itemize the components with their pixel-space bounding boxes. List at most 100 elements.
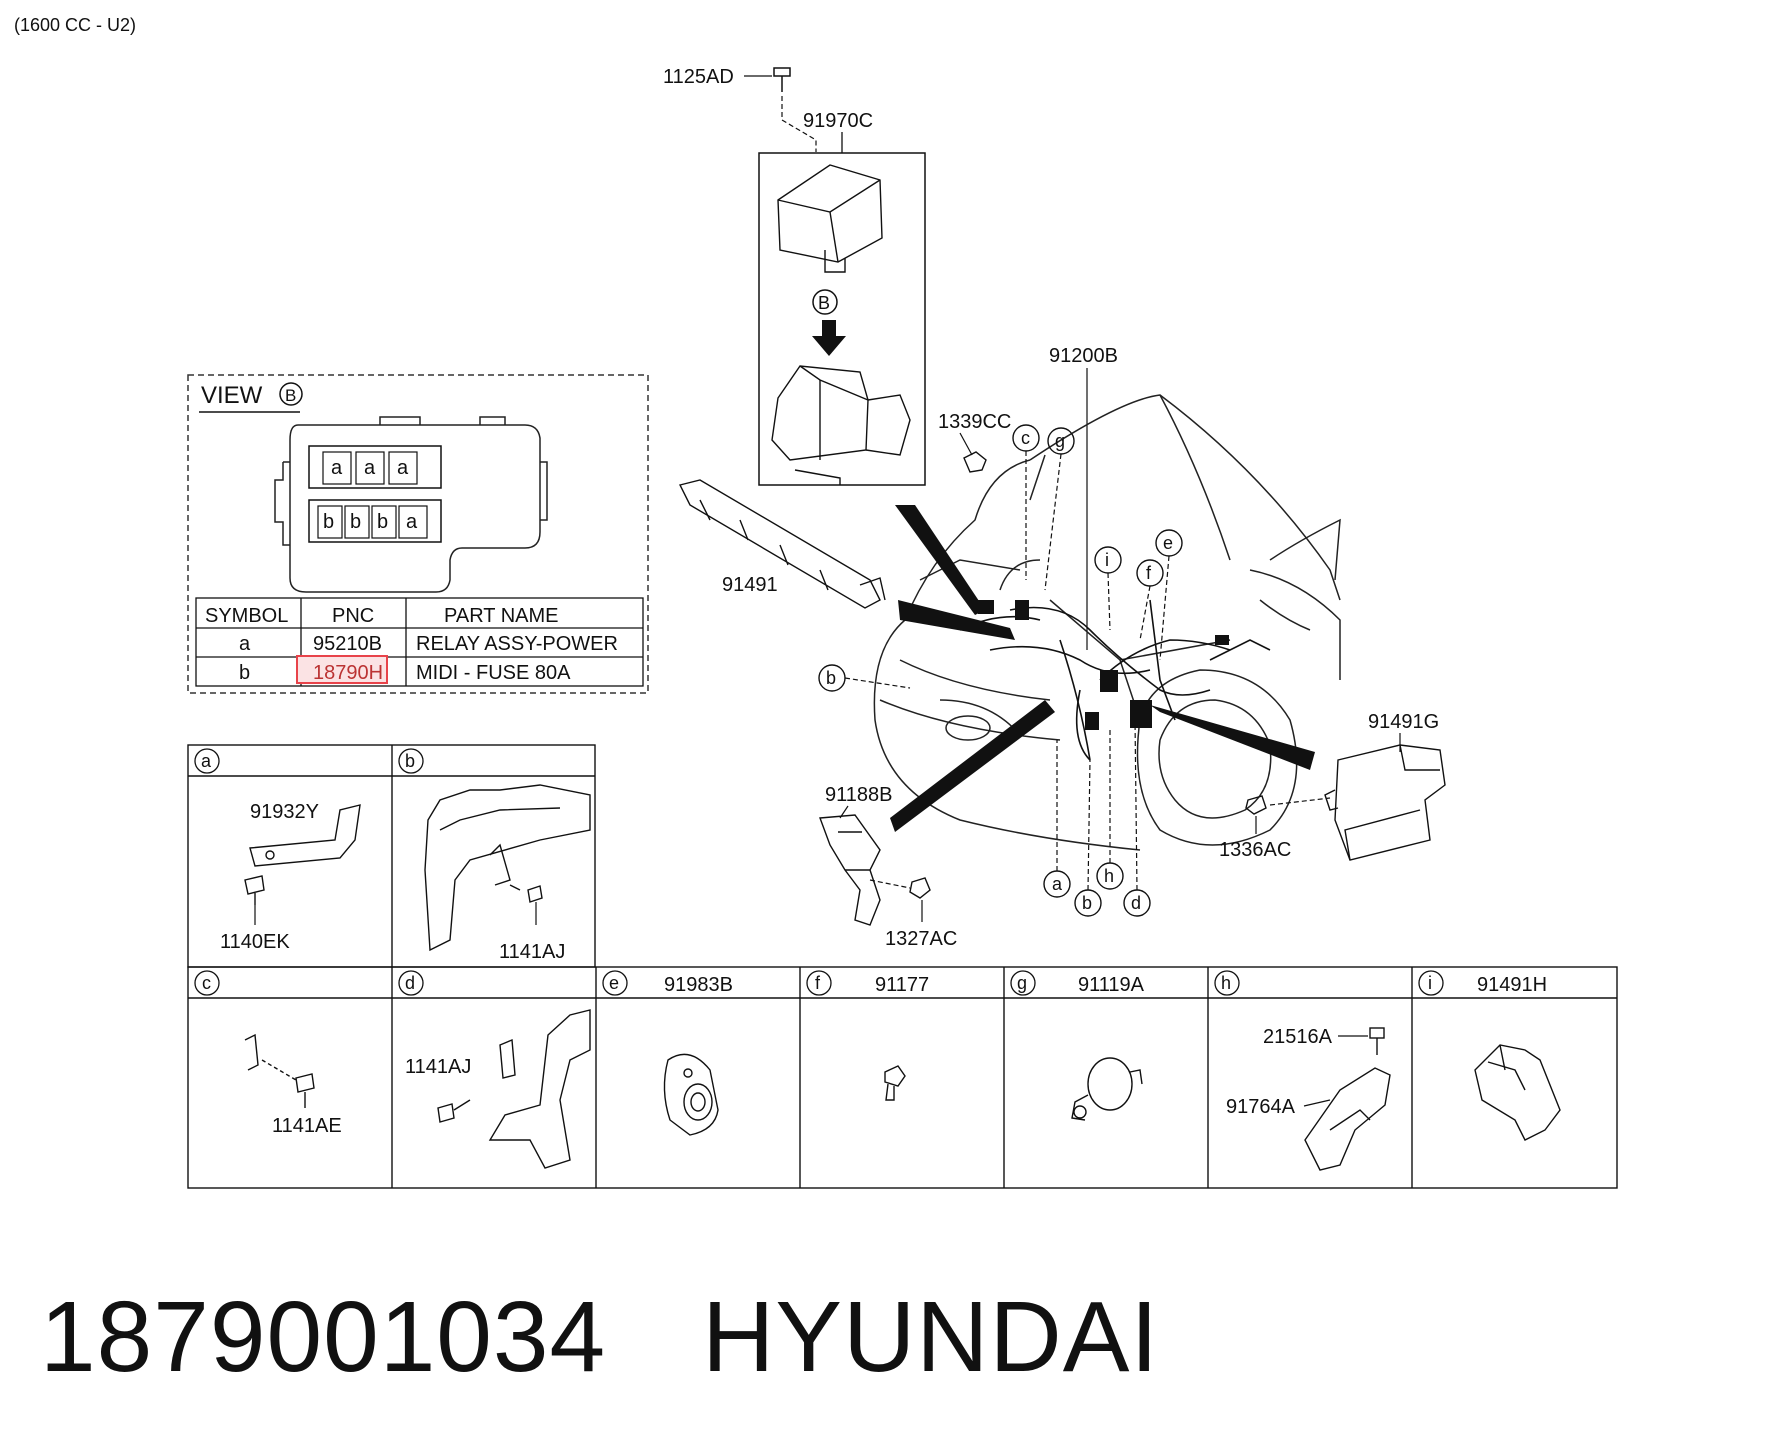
bracket-b-icon [424, 784, 591, 952]
label-cover: 91970C [803, 110, 873, 132]
cell-f-part: 91177 [875, 974, 929, 996]
slot-top-2: a [364, 457, 376, 479]
bracket-h-icon [1304, 1067, 1391, 1171]
car-engine-bay-drawing [873, 394, 1341, 851]
fuse-slots: a a a b b b a [308, 445, 442, 543]
callout-leaders [844, 451, 1170, 891]
cell-letter-d: d [405, 973, 415, 993]
slot-bottom-2: b [350, 511, 361, 533]
nut-low-icon [909, 877, 931, 899]
fuse-box-icon [771, 365, 911, 485]
pnc-highlight-box [296, 655, 388, 684]
slot-bottom-3: b [377, 511, 388, 533]
main-assembly: 1125AD 91970C B 1339CC [663, 66, 1446, 950]
table-row-pnc: 95210B [313, 633, 382, 655]
bracket-i-icon [1474, 1044, 1561, 1141]
engine-note: (1600 CC - U2) [14, 15, 136, 35]
table-row-pnc-highlighted: 18790H [313, 662, 383, 684]
view-title: VIEW [201, 382, 263, 409]
label-nut: 1339CC [938, 411, 1011, 433]
clip-f-icon [884, 1065, 906, 1101]
cell-letter-e: e [609, 973, 619, 993]
harness-connectors [978, 600, 1229, 730]
cell-a-label-1: 91932Y [250, 801, 319, 823]
cell-letter-b: b [405, 751, 415, 771]
detail-grid [187, 744, 1618, 1189]
clip-c-icon [244, 1033, 315, 1108]
table-row-part-name: RELAY ASSY-POWER [416, 633, 618, 655]
cell-a-label-2: 1140EK [220, 931, 290, 953]
slot-bottom-4: a [406, 511, 418, 533]
table-header-pnc: PNC [332, 605, 374, 627]
table-row-symbol: b [239, 662, 250, 684]
slot-top-3: a [397, 457, 409, 479]
label-bracket-low: 91188B [825, 784, 892, 806]
cell-letter-h: h [1221, 973, 1231, 993]
view-b-panel: VIEW B a a a b b b [187, 374, 649, 694]
cell-letter-i: i [1428, 973, 1432, 993]
fuse-cover-icon [777, 164, 883, 273]
callout-markers [818, 424, 1183, 917]
cell-d-label: 1141AJ [405, 1056, 471, 1078]
callout-a: a [1052, 874, 1063, 894]
label-main-harness: 91200B [1049, 345, 1118, 367]
callout-i: i [1105, 550, 1109, 570]
bolt-d-icon [437, 1099, 471, 1123]
table-row-part-name: MIDI - FUSE 80A [416, 662, 571, 684]
callout-d: d [1131, 893, 1141, 913]
slot-top-1: a [331, 457, 343, 479]
bracket-a-icon [249, 804, 361, 867]
bolt-b-icon [509, 884, 543, 903]
view-marker-b: B [818, 293, 830, 313]
right-harness-icon [1324, 744, 1446, 861]
table-row-symbol: a [239, 633, 251, 655]
part-caption: 1879001034 HYUNDAI [40, 1280, 1255, 1395]
slot-bottom-1: b [323, 511, 334, 533]
bolt-icon [773, 67, 791, 92]
label-bracket-left: 91491 [722, 574, 778, 596]
cell-b-label: 1141AJ [499, 941, 565, 963]
cell-c-label: 1141AE [272, 1115, 342, 1137]
parts-table [195, 597, 644, 687]
cell-letter-a: a [201, 751, 212, 771]
caption-brand: HYUNDAI [702, 1281, 1160, 1393]
cell-h-label-2: 91764A [1226, 1096, 1296, 1118]
bolt-h-icon [1369, 1027, 1385, 1055]
callout-f: f [1146, 563, 1152, 583]
bolt-a-icon [244, 875, 265, 905]
cell-letter-c: c [202, 973, 211, 993]
cell-letter-circles [194, 748, 1444, 996]
grommet-e-icon [663, 1053, 719, 1136]
cell-g-part: 91119A [1078, 974, 1145, 996]
view-arrow-icon [812, 320, 846, 356]
lower-bracket-icon [819, 814, 881, 926]
callout-c: c [1021, 428, 1030, 448]
label-nut-low: 1327AC [885, 928, 957, 950]
bracket-d-icon [488, 1009, 591, 1169]
label-nut-right: 1336AC [1219, 839, 1291, 861]
callout-g: g [1055, 431, 1065, 451]
label-bolt-top: 1125AD [663, 66, 734, 88]
cell-letter-g: g [1017, 973, 1027, 993]
table-header-part-name: PART NAME [444, 605, 558, 627]
callout-h: h [1104, 866, 1114, 886]
view-symbol: B [285, 386, 296, 405]
table-header-symbol: SYMBOL [205, 605, 288, 627]
left-bracket-icon [678, 479, 886, 609]
nut-right-icon [1245, 795, 1267, 815]
leader-wedges [890, 505, 1315, 832]
clip-g-icon [1071, 1057, 1143, 1121]
label-harness-right: 91491G [1368, 711, 1439, 733]
cell-e-part: 91983B [664, 974, 733, 996]
callout-b-lower: b [1082, 893, 1092, 913]
cell-h-label-1: 21516A [1263, 1026, 1333, 1048]
fuse-box-outline [274, 416, 548, 593]
nut-icon [963, 451, 987, 473]
cell-letter-f: f [815, 973, 821, 993]
callout-e: e [1163, 533, 1173, 553]
callout-b: b [826, 668, 836, 688]
wiring-harness-drawing [959, 599, 1271, 761]
cell-i-part: 91491H [1477, 974, 1547, 996]
caption-part-number: 1879001034 [40, 1281, 607, 1393]
